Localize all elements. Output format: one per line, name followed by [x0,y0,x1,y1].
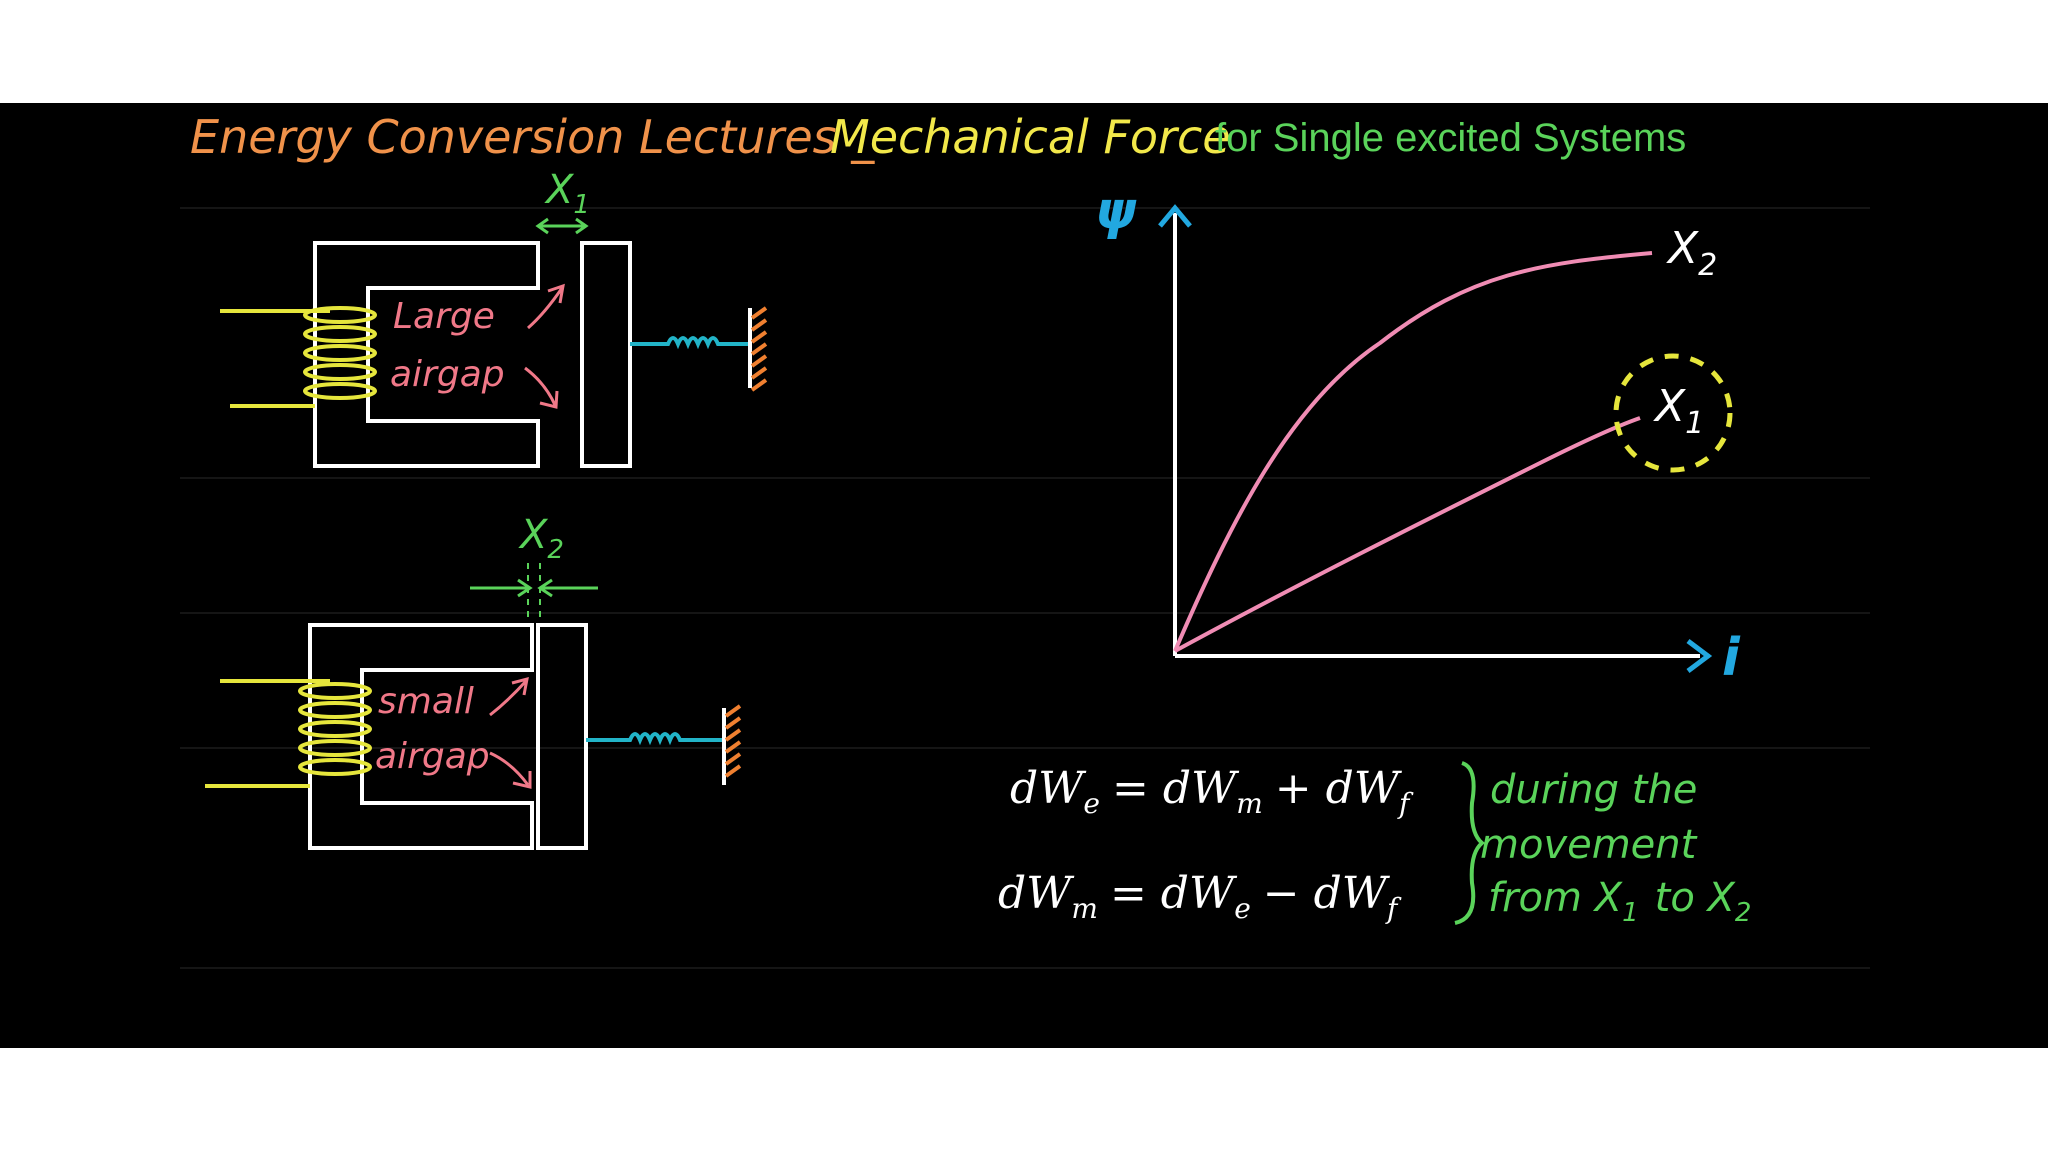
curve-x2 [1173,251,1653,652]
diagram-canvas: Energy Conversion Lectures _ Mechanical … [180,110,1870,969]
brace [1454,761,1486,925]
curve-x1 [1174,416,1641,653]
equations: dWe= dWm+ dWf dWm= dWe− dWf [998,761,1486,925]
top-arrow-down [524,366,559,409]
bottom-arrow-up [489,676,529,717]
bottom-arrow-down [489,751,532,789]
note-line-1: during the [1490,767,1697,813]
equation-2: dWm= dWe− dWf [998,868,1402,925]
title-part-mechanical: Mechanical Force [830,110,1231,164]
x-axis-label: i [1722,628,1741,688]
equation-1: dWe= dWm+ dWf [1010,763,1414,820]
curve-x1-label: X1 [1653,381,1704,441]
title-part-energy: Energy Conversion Lectures _ [190,110,875,164]
top-arrow-up [527,283,565,330]
bottom-spring [586,732,722,746]
bottom-core [308,623,534,850]
bottom-gap-label: X2 [518,512,564,565]
psi-i-graph: ψ i X2 X1 [1095,181,1741,688]
ruled-lines [180,207,1870,969]
bottom-label-airgap: airgap [375,736,490,777]
chalkboard: Energy Conversion Lectures _ Mechanical … [0,103,2048,1048]
bottom-armature [536,623,588,850]
top-core [313,241,540,468]
bottom-coil [298,682,372,776]
top-spring [630,336,748,350]
bottom-magnetic-circuit: X2 small airgap [205,512,742,850]
y-axis-label: ψ [1095,181,1137,241]
top-gap-label: X1 [544,167,590,220]
x-axis-arrow [1686,639,1713,673]
y-axis-arrow [1158,204,1192,228]
bottom-wall-hatch [724,704,742,778]
curve-x2-label: X2 [1666,223,1717,283]
top-magnetic-circuit: X1 Large airgap [220,167,768,468]
top-label-large: Large [393,296,495,337]
note-line-2: movement [1480,822,1698,868]
top-label-airgap: airgap [390,354,505,395]
highlight-circle [1613,353,1733,473]
top-coil [303,306,377,400]
top-armature [580,241,632,468]
title-part-systems: for Single excited Systems [1215,116,1686,160]
top-wall-hatch [750,306,768,392]
bottom-label-small: small [378,681,474,722]
